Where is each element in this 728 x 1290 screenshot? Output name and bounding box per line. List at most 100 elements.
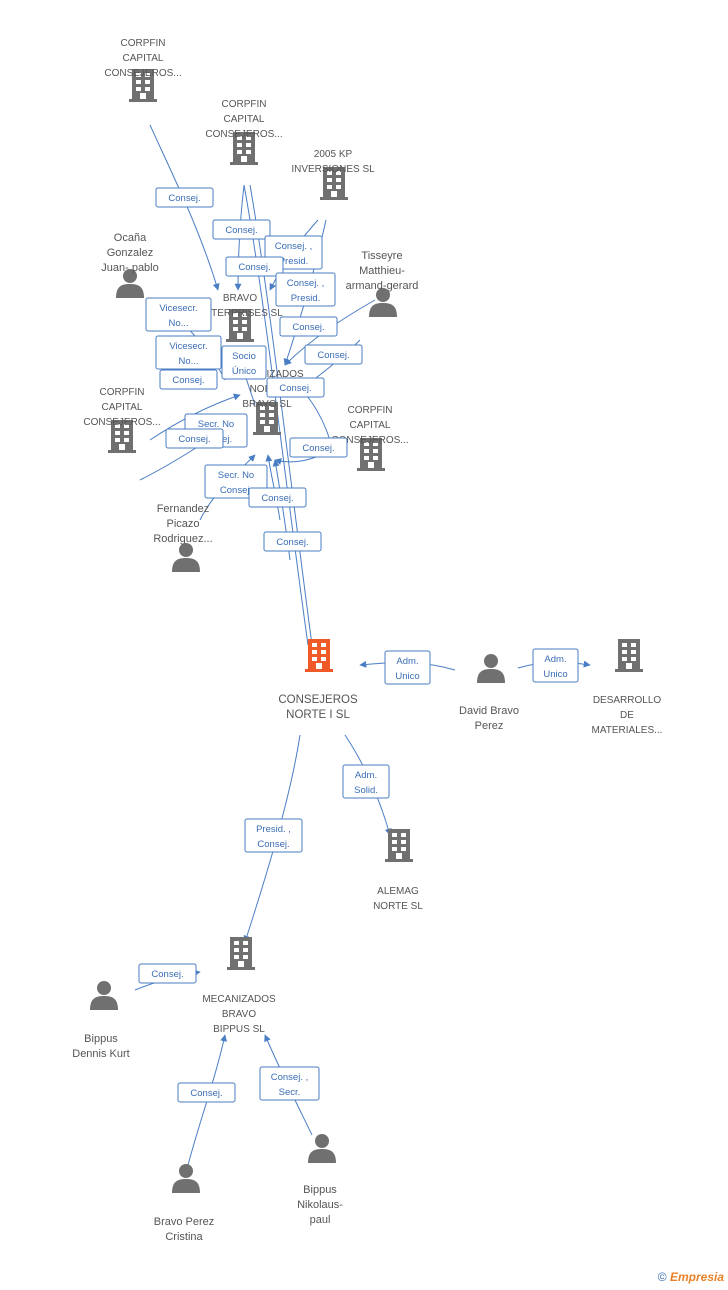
node-label-line: CAPITAL xyxy=(123,53,164,64)
node-corpfin3[interactable]: CORPFINCAPITALCONSEJEROS... xyxy=(83,387,161,453)
copyright-symbol: © xyxy=(657,1270,667,1284)
building-icon[interactable] xyxy=(227,937,255,970)
node-label-line: MATERIALES... xyxy=(592,725,663,736)
edge-label-text: Consej. xyxy=(151,969,183,980)
edge-label-e10[interactable]: Consej. xyxy=(159,369,218,390)
edge-label-text: Consej. xyxy=(225,225,257,236)
edge-label-e14[interactable]: Consej. xyxy=(165,428,224,449)
edge-label-e1[interactable]: Consej. xyxy=(155,187,214,208)
node-label-line: CAPITAL xyxy=(102,402,143,413)
edge-label-e12[interactable]: Consej. xyxy=(266,377,325,398)
edge-label-text: Consej. xyxy=(178,434,210,445)
edge-label-text: Consej. xyxy=(257,839,289,850)
edge-label-e2[interactable]: Consej. xyxy=(212,219,271,240)
edge-label-text: Secr. No xyxy=(218,470,254,481)
building-icon[interactable] xyxy=(615,639,643,672)
edge-label-text: Consej. xyxy=(276,537,308,548)
edge-label-box xyxy=(138,963,197,984)
node-label-line: Cristina xyxy=(165,1231,203,1243)
edge-label-text: Consej. xyxy=(292,322,324,333)
edge-label-e20[interactable]: Adm.Unico xyxy=(532,648,579,683)
edge-label-text: Consej. xyxy=(168,193,200,204)
node-label-line: DESARROLLO xyxy=(593,695,662,706)
edge-label-text: Consej. xyxy=(190,1088,222,1099)
node-label-line: Nikolaus- xyxy=(297,1199,343,1211)
edge-label-box xyxy=(244,818,303,853)
edge-label-box xyxy=(304,344,363,365)
edge-label-e8[interactable]: Vicesecr. No... xyxy=(155,335,222,370)
node-label-line: CAPITAL xyxy=(224,114,265,125)
node-label-line: MECANIZADOS xyxy=(230,369,304,380)
node-label-line: INVERSIONES SL xyxy=(291,164,375,175)
edge-label-text: Vicesecr. xyxy=(159,303,197,314)
edge-label-e5[interactable]: Consej. ,Presid. xyxy=(275,272,336,307)
node-label-line: Ocaña xyxy=(114,232,147,244)
brand-name: Empresia xyxy=(669,1270,724,1284)
edge-label-text: No... xyxy=(178,356,198,367)
node-label-line: Gonzalez xyxy=(107,247,153,259)
footer-brand: © Empresia xyxy=(658,1270,724,1284)
node-desarrollo[interactable]: DESARROLLODEMATERIALES... xyxy=(592,639,663,736)
edge-label-e24[interactable]: Consej. xyxy=(177,1082,236,1103)
person-icon[interactable] xyxy=(90,981,118,1010)
edge-label-e6[interactable]: Vicesecr.No... xyxy=(145,297,212,332)
node-label-line: NORTE I SL xyxy=(286,709,350,721)
edge-label-text: Adm. xyxy=(396,656,418,667)
node-corpfin2[interactable]: CORPFINCAPITALCONSEJEROS... xyxy=(205,99,283,165)
node-label-line: Bippus xyxy=(84,1033,118,1045)
edge-label-e11[interactable]: Consej. xyxy=(304,344,363,365)
edge-label-box xyxy=(266,377,325,398)
node-label-line: Picazo xyxy=(166,518,199,530)
edge-label-e7[interactable]: Consej. xyxy=(279,316,338,337)
edge-label-e18[interactable]: Consej. xyxy=(263,531,322,552)
node-label-line: Matthieu- xyxy=(359,265,405,277)
building-icon[interactable] xyxy=(305,639,333,672)
edge-label-e19[interactable]: Adm.Unico xyxy=(384,650,431,685)
node-label-line: Bippus xyxy=(303,1184,337,1196)
node-corpfin4[interactable]: CORPFINCAPITALCONSEJEROS... xyxy=(331,405,409,471)
edge-label-box xyxy=(342,764,390,799)
node-corpfin1[interactable]: CORPFINCAPITALCONSEJEROS... xyxy=(104,38,182,102)
node-label-line: ENTERPRISES SL xyxy=(197,308,283,319)
node-label-line: BRAVO SL xyxy=(242,399,292,410)
node-label-line: CORPFIN xyxy=(222,99,267,110)
edge-label-text: Vicesecr. xyxy=(169,341,207,352)
node-label-line: CORPFIN xyxy=(348,405,393,416)
node-fernandez[interactable]: FernandezPicazoRodriguez... xyxy=(153,503,213,572)
person-icon[interactable] xyxy=(308,1134,336,1163)
edge-label-box xyxy=(145,297,212,332)
edge-label-e17[interactable]: Consej. xyxy=(248,487,307,508)
edge-label-box xyxy=(225,256,284,277)
edge-label-box xyxy=(221,345,267,380)
edge-label-e23[interactable]: Consej. xyxy=(138,963,197,984)
edge-label-e4[interactable]: Consej. xyxy=(225,256,284,277)
edge-label-text: Presid. , xyxy=(256,824,291,835)
edge-label-box xyxy=(384,650,431,685)
edge-label-e15[interactable]: Consej. xyxy=(289,437,348,458)
edge-label-text: Adm. xyxy=(355,770,377,781)
edge-label-text: Consej. , xyxy=(275,241,313,252)
person-icon[interactable] xyxy=(172,543,200,572)
edge-label-e22[interactable]: Presid. , Consej. xyxy=(244,818,303,853)
edge-label-text: Único xyxy=(232,366,256,377)
person-icon[interactable] xyxy=(477,654,505,683)
person-icon[interactable] xyxy=(369,288,397,317)
edge-label-e25[interactable]: Consej. ,Secr. xyxy=(259,1066,320,1101)
edge-label-text: Presid. xyxy=(291,293,321,304)
building-icon[interactable] xyxy=(385,829,413,862)
edge-label-e21[interactable]: Adm.Solid. xyxy=(342,764,390,799)
person-icon[interactable] xyxy=(172,1164,200,1193)
node-label-line: Rodriguez... xyxy=(153,533,212,545)
